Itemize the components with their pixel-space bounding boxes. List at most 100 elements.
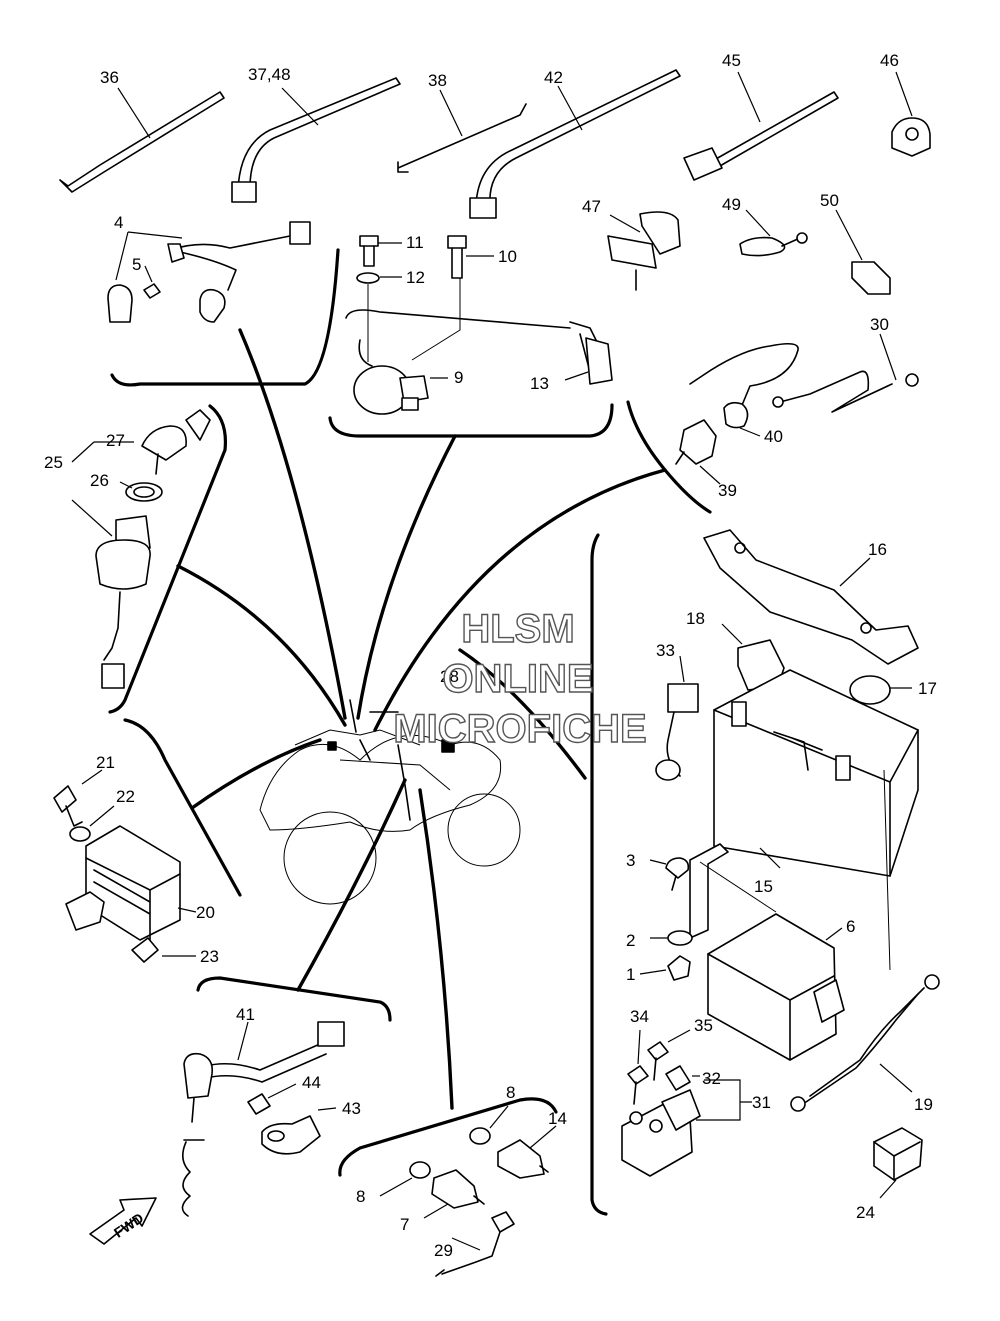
clamp-46 — [891, 71, 931, 157]
watermark-line-2: ONLINE — [442, 657, 593, 701]
group-brackets — [108, 248, 712, 1216]
sensor-lead-40 — [689, 342, 799, 437]
clamp-50 — [835, 209, 891, 295]
label-8-upper: 8 — [506, 1083, 515, 1102]
bolt-10 — [447, 235, 494, 279]
label-44: 44 — [302, 1073, 321, 1092]
clamp-47 — [607, 211, 681, 291]
main-switch-25 — [71, 441, 151, 689]
label-22: 22 — [116, 787, 135, 806]
label-20: 20 — [196, 903, 215, 922]
washer-2 — [650, 930, 693, 946]
harness-leader-lines — [176, 328, 667, 1110]
sensor-7 — [423, 1169, 485, 1219]
label-34: 34 — [630, 1007, 649, 1026]
washer-8-lower — [379, 1161, 431, 1197]
label-13: 13 — [530, 374, 549, 393]
washer-8-upper — [469, 1105, 509, 1145]
label-12: 12 — [406, 268, 425, 287]
cable-tie-37-48 — [231, 77, 401, 203]
label-47: 47 — [582, 197, 601, 216]
screw-3 — [649, 857, 690, 891]
label-43: 43 — [342, 1099, 361, 1118]
label-8-lower: 8 — [356, 1187, 365, 1206]
label-35: 35 — [694, 1016, 713, 1035]
label-32: 32 — [702, 1069, 721, 1088]
sensor-14 — [497, 1125, 557, 1179]
label-37-48: 37,48 — [248, 65, 291, 84]
label-21: 21 — [96, 753, 115, 772]
label-3: 3 — [626, 851, 635, 870]
ecu-6 — [707, 913, 845, 1061]
label-19: 19 — [914, 1095, 933, 1114]
label-49: 49 — [722, 195, 741, 214]
label-33: 33 — [656, 641, 675, 660]
label-41: 41 — [236, 1005, 255, 1024]
lamp-5 — [143, 265, 161, 299]
watermark-line-3: MICROFICHE — [393, 707, 646, 751]
label-45: 45 — [722, 51, 741, 70]
label-17: 17 — [918, 679, 937, 698]
label-36: 36 — [100, 68, 119, 87]
label-16: 16 — [868, 540, 887, 559]
label-46: 46 — [880, 51, 899, 70]
rectifier-regulator-20 — [65, 825, 197, 941]
clip-49 — [739, 209, 808, 257]
label-42: 42 — [544, 68, 563, 87]
lead-29 — [435, 1211, 515, 1277]
wire-lead-4 — [107, 221, 311, 323]
washer-12 — [356, 272, 402, 284]
neutral-switch-41 — [181, 1021, 345, 1217]
label-24: 24 — [856, 1203, 875, 1222]
label-2: 2 — [626, 931, 635, 950]
label-39: 39 — [718, 481, 737, 500]
bolt-34 — [627, 1029, 649, 1105]
key-27 — [94, 409, 211, 475]
spark-plug-cap-13 — [345, 309, 613, 385]
label-28: 28 — [440, 667, 459, 686]
label-27: 27 — [106, 431, 125, 450]
label-10: 10 — [498, 247, 517, 266]
label-25: 25 — [44, 453, 63, 472]
label-40: 40 — [764, 427, 783, 446]
nut-1 — [639, 955, 691, 981]
label-6: 6 — [846, 917, 855, 936]
cable-tie-45 — [683, 71, 839, 181]
bracket-16 — [703, 529, 919, 665]
label-50: 50 — [820, 191, 839, 210]
cap-17 — [849, 675, 912, 705]
bolt-44 — [247, 1083, 297, 1115]
bolt-21 — [53, 769, 103, 827]
label-31: 31 — [752, 1093, 771, 1112]
switch-39 — [675, 419, 721, 485]
starter-relay-31 — [621, 1079, 752, 1177]
part-labels: 36 37,48 38 42 45 46 4 5 11 10 12 47 49 … — [44, 51, 937, 1260]
fuse-32 — [665, 1065, 700, 1091]
nut-26 — [119, 481, 163, 502]
washer-22 — [69, 805, 115, 842]
coupler-24 — [873, 1127, 923, 1199]
label-23: 23 — [200, 947, 219, 966]
clamp-43 — [261, 1107, 337, 1155]
label-38: 38 — [428, 71, 447, 90]
label-18: 18 — [686, 609, 705, 628]
bolt-11 — [359, 235, 402, 267]
label-9: 9 — [454, 368, 463, 387]
battery-15 — [713, 669, 919, 877]
label-30: 30 — [870, 315, 889, 334]
bolt-35 — [647, 1029, 691, 1081]
cover-33 — [655, 655, 699, 781]
label-15: 15 — [754, 877, 773, 896]
label-7: 7 — [400, 1215, 409, 1234]
fwd-arrow — [89, 1197, 157, 1245]
label-14: 14 — [548, 1109, 567, 1128]
label-5: 5 — [132, 255, 141, 274]
label-26: 26 — [90, 471, 109, 490]
battery-cable-19 — [790, 769, 940, 1112]
watermark: HLSM ONLINE MICROFICHE — [393, 606, 648, 751]
atv-silhouette — [259, 699, 521, 905]
cable-tie-38 — [397, 89, 527, 173]
label-11: 11 — [406, 233, 424, 252]
ignition-coil-9 — [353, 278, 461, 415]
